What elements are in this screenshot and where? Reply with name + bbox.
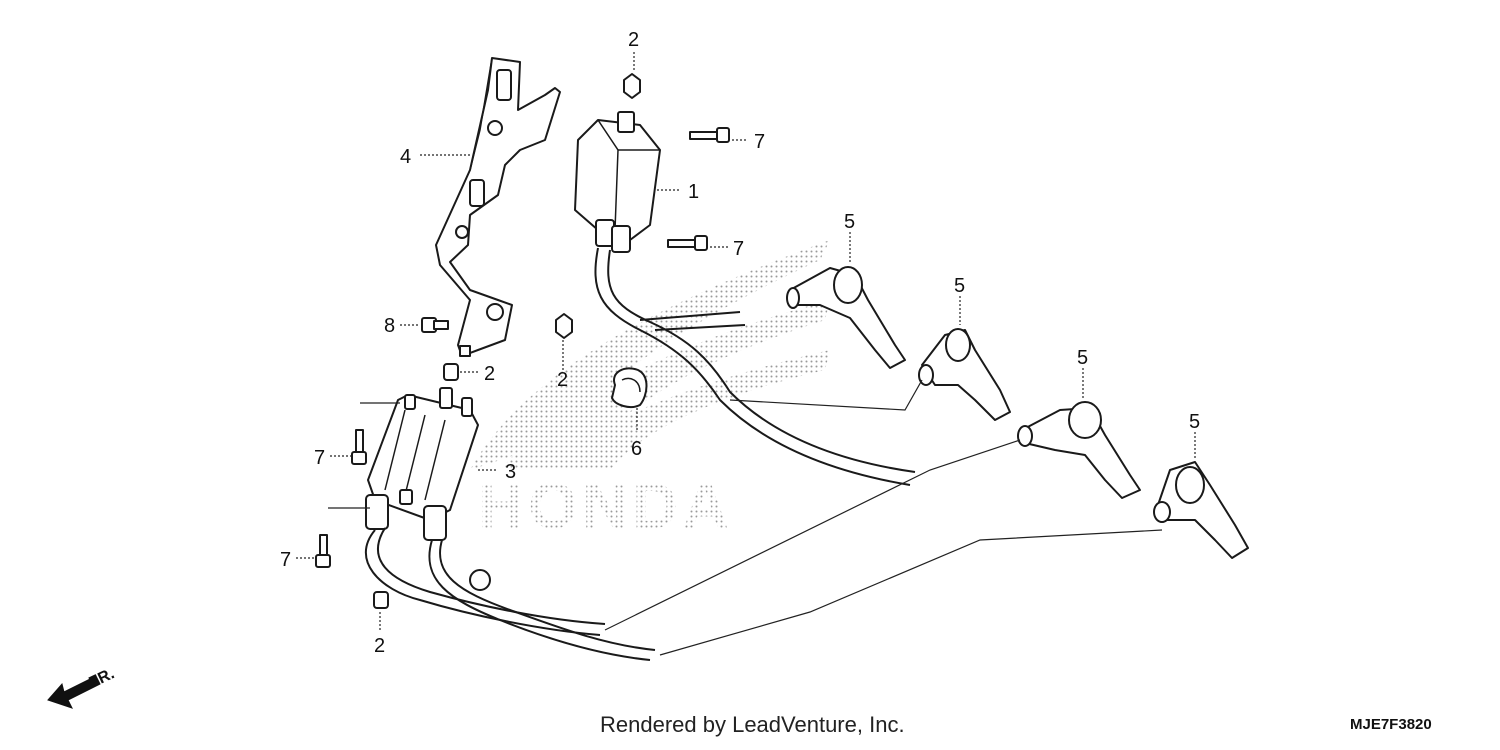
callout-4: 4 <box>400 146 411 168</box>
clip-bottom[interactable] <box>373 591 389 609</box>
render-credit: Rendered by LeadVenture, Inc. <box>600 712 905 737</box>
plug-cap-3[interactable] <box>1017 401 1141 499</box>
plug-cap-1[interactable] <box>786 266 906 369</box>
callout-7-a: 7 <box>754 131 765 153</box>
coil-bracket[interactable] <box>435 57 561 357</box>
diagram-code: MJE7F3820 <box>1350 716 1432 733</box>
ignition-coil-lower[interactable] <box>365 387 479 541</box>
callout-2-top: 2 <box>628 29 639 51</box>
callout-8: 8 <box>384 315 395 337</box>
bolt-upper-1[interactable] <box>689 127 730 143</box>
plug-cap-4[interactable] <box>1153 461 1249 559</box>
callout-6: 6 <box>631 438 642 460</box>
callout-7-d: 7 <box>280 549 291 571</box>
callout-7-c: 7 <box>314 447 325 469</box>
honda-wordmark-watermark: HONDA <box>478 470 733 542</box>
clip-right[interactable] <box>443 363 459 381</box>
callout-3: 3 <box>505 461 516 483</box>
plug-cap-2[interactable] <box>918 328 1011 421</box>
clip-mid[interactable] <box>555 313 573 339</box>
clip-top[interactable] <box>623 73 641 99</box>
bracket-bolt[interactable] <box>421 317 449 333</box>
ignition-coil-upper[interactable] <box>574 111 661 253</box>
bolt-lower-2[interactable] <box>315 534 331 568</box>
callout-5-b: 5 <box>954 275 965 297</box>
honda-watermark: HONDA <box>470 240 830 542</box>
bolt-lower-1[interactable] <box>351 429 367 465</box>
front-direction-indicator: FR. <box>47 665 118 709</box>
leader-lines <box>296 52 1196 656</box>
callout-1: 1 <box>688 181 699 203</box>
front-label: FR. <box>87 665 118 691</box>
callout-5-a: 5 <box>844 211 855 233</box>
wire-clamp[interactable] <box>611 367 648 408</box>
callout-2-right: 2 <box>484 363 495 385</box>
callout-2-bottom: 2 <box>374 635 385 657</box>
high-tension-wires <box>364 247 916 661</box>
callout-5-c: 5 <box>1077 347 1088 369</box>
callout-7-b: 7 <box>733 238 744 260</box>
callout-2-mid: 2 <box>557 369 568 391</box>
callout-labels: 1 2 2 2 2 3 4 5 5 5 5 6 7 7 7 7 8 <box>280 29 1200 657</box>
honda-wing-watermark <box>470 240 830 470</box>
callout-5-d: 5 <box>1189 411 1200 433</box>
bolt-upper-2[interactable] <box>667 235 708 251</box>
front-arrow-icon <box>47 675 101 709</box>
